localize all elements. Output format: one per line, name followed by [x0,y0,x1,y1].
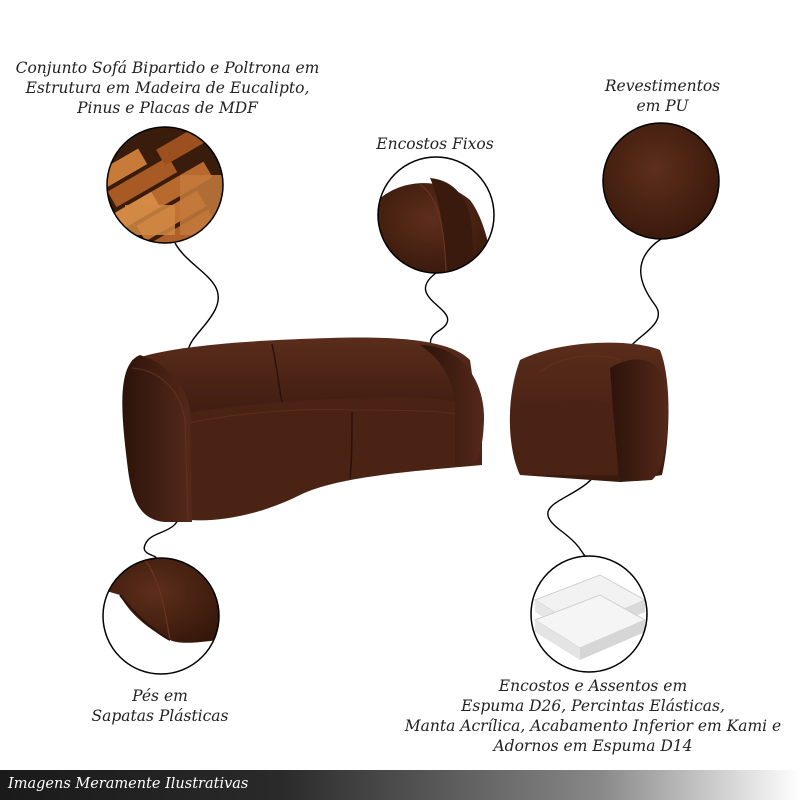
caption-line: Espuma D26, Percintas Elásticas, [461,697,725,715]
caption-structure: Conjunto Sofá Bipartido e Poltrona em Es… [10,58,325,118]
caption-line: Estrutura em Madeira de Eucalipto, [25,79,310,97]
caption-foam: Encostos e Assentos em Espuma D26, Perci… [398,676,788,756]
caption-backrest: Encostos Fixos [360,134,510,154]
caption-upholstery: Revestimentos em PU [590,76,735,116]
connector-foam [547,464,601,557]
connector-feet [143,514,181,559]
feet-detail-circle [102,557,220,675]
wood-detail-circle [106,126,224,244]
caption-line: Conjunto Sofá Bipartido e Poltrona em [15,59,320,77]
sofa [122,337,485,522]
armchair-right-arm [610,359,668,482]
armchair [509,342,669,482]
connector-lines [143,238,662,559]
connector-pu [631,238,662,346]
footer-banner: Imagens Meramente Ilustrativas [0,770,800,800]
caption-line: em PU [636,97,689,115]
sofa-left-arm [122,355,192,522]
caption-line: Pés em [132,687,188,705]
caption-line: Manta Acrílica, Acabamento Inferior em K… [404,717,782,735]
foam-detail-circle [530,555,648,673]
caption-feet: Pés em Sapatas Plásticas [70,686,250,726]
caption-line: Encostos Fixos [376,135,494,153]
footer-text: Imagens Meramente Ilustrativas [8,776,249,792]
pu-detail-circle [602,122,720,240]
caption-line: Sapatas Plásticas [91,707,229,725]
caption-line: Revestimentos [604,77,721,95]
backrest-detail-circle [377,156,495,274]
sofa-seat [175,397,482,521]
armchair-seat [510,400,618,475]
caption-line: Pinus e Placas de MDF [77,99,258,117]
connector-structure [174,242,219,359]
caption-line: Encostos e Assentos em [498,677,688,695]
caption-line: Adornos em Espuma D14 [493,737,693,755]
sofa-right-arm [420,345,485,465]
